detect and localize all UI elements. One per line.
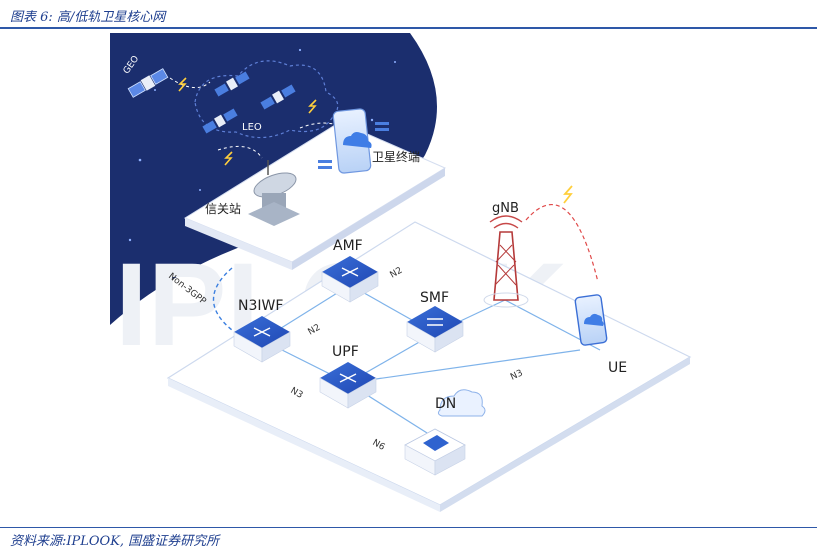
gateway-label: 信关站: [205, 202, 241, 216]
stars: [128, 48, 396, 242]
lightning-icon: [178, 77, 187, 92]
dn-cloud-icon: [437, 389, 486, 417]
amf-label: AMF: [333, 238, 363, 254]
figure-caption: 图表 6: 高/低轨卫星核心网: [10, 10, 166, 25]
core-network-diagram: IPLOOK GEO LEO 卫星终端: [110, 33, 692, 512]
upper-platform-edge: [185, 218, 292, 270]
lightning-icon: [563, 185, 573, 204]
gnb-tower-icon: [483, 215, 529, 308]
lower-platform-edge: [168, 378, 440, 512]
leo-satellite-icon: [214, 71, 250, 97]
leo-satellite-icon: [202, 108, 238, 134]
leo-gateway-link: [217, 145, 263, 159]
non3gpp-link: [212, 267, 233, 331]
upf-label: UPF: [332, 344, 359, 360]
dn-server-icon: [404, 428, 466, 476]
leo-label: LEO: [242, 122, 262, 133]
satellite-terminal-label: 卫星终端: [372, 149, 420, 164]
leo-satellite-icon: [260, 84, 296, 110]
top-rule: [0, 27, 817, 29]
gateway-dish-icon: [248, 160, 300, 226]
link-label-n3: N3: [509, 368, 525, 382]
n3iwf-label: N3IWF: [238, 298, 283, 314]
lightning-icon: [224, 151, 233, 166]
source-note: 资料来源:IPLOOK, 国盛证券研究所: [10, 534, 220, 549]
bottom-rule: [0, 527, 817, 528]
gnb-label: gNB: [492, 201, 519, 216]
sky-cloud: [194, 60, 339, 139]
lightning-icon: [308, 99, 317, 114]
lower-platform-edge: [440, 357, 690, 512]
smf-label: SMF: [420, 290, 449, 306]
n3iwf-node: [233, 316, 291, 363]
geo-satellite-icon: [127, 68, 169, 98]
dn-label: DN: [435, 396, 456, 412]
upf-node: [319, 362, 377, 409]
amf-node: [321, 256, 379, 303]
ue-phone-icon: [574, 294, 608, 346]
ue-label: UE: [608, 360, 627, 376]
smf-node: [406, 306, 464, 353]
geo-leo-link: [169, 77, 211, 89]
gnb-ue-link: [525, 203, 599, 283]
satellite-terminal-icon: [318, 108, 389, 174]
upper-platform-edge: [292, 168, 445, 270]
